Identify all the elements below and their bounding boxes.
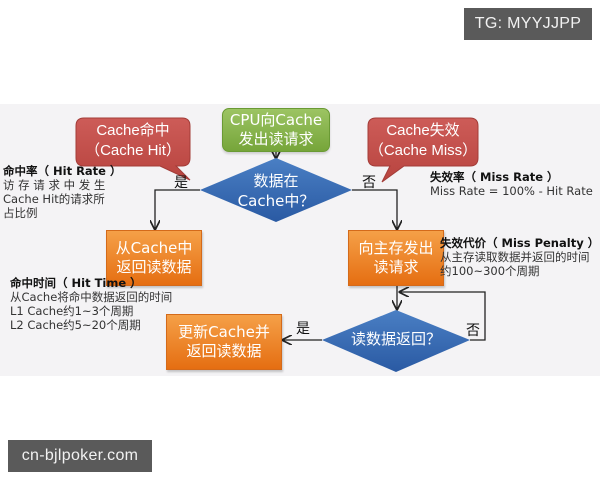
hit-time-line: 从Cache将命中数据返回的时间 [10, 290, 173, 304]
note-hit-rate: 命中率（ Hit Rate ） 访 存 请 求 中 发 生 Cache Hit的… [3, 164, 122, 220]
callout-cache-miss [367, 117, 479, 183]
miss-penalty-line: 从主存读取数据并返回的时间 [440, 250, 590, 264]
process-update-cache: 更新Cache并 返回读数据 [166, 314, 282, 370]
callout-cache-hit [75, 117, 191, 181]
decision1-line1: 数据在 [253, 172, 299, 190]
hit-rate-line: Cache Hit的请求所 [3, 192, 105, 206]
callout-miss-line1: Cache失效 [386, 122, 460, 139]
note-miss-rate: 失效率（ Miss Rate ） Miss Rate = 100% - Hit … [430, 170, 593, 198]
request-memory-line1: 向主存发出 [358, 239, 434, 258]
hit-time-line: L2 Cache约5~20个周期 [10, 318, 141, 332]
callout-miss-line2: （Cache Miss） [368, 141, 478, 159]
decision1-line2: Cache中？ [237, 191, 315, 210]
decision-in-cache-text: 数据在 Cache中？ [216, 172, 336, 211]
no-label-miss: 否 [362, 175, 376, 191]
watermark-badge-bottom: cn-bjlpoker.com [8, 440, 152, 472]
request-memory-line2: 读请求 [373, 258, 419, 276]
callout-hit-line1: Cache命中 [96, 122, 170, 139]
start-line2: 发出读请求 [238, 130, 314, 148]
watermark-badge-top: TG: MYYJJPP [464, 8, 592, 40]
miss-penalty-line: 约100~300个周期 [440, 264, 540, 278]
miss-penalty-title: 失效代价（ Miss Penalty ） [440, 236, 600, 250]
note-miss-penalty: 失效代价（ Miss Penalty ） 从主存读取数据并返回的时间 约100~… [440, 236, 599, 278]
miss-rate-title: 失效率（ Miss Rate ） [430, 170, 559, 184]
decision-data-returned-text: 读数据返回？ [336, 330, 456, 350]
flowchart-connectors [75, 117, 486, 372]
decision2-line1: 读数据返回？ [350, 330, 441, 348]
miss-rate-line: Miss Rate = 100% - Hit Rate [430, 184, 593, 198]
process-request-main-memory: 向主存发出 读请求 [348, 230, 444, 286]
update-cache-line1: 更新Cache并 [178, 323, 270, 342]
return-cache-line2: 返回读数据 [116, 258, 192, 276]
callout-cache-miss-text: Cache失效 （Cache Miss） [368, 121, 478, 160]
hit-rate-title: 命中率（ Hit Rate ） [3, 164, 122, 178]
callout-hit-line2: （Cache Hit） [85, 141, 181, 159]
start-box-cpu-request: CPU向Cache 发出读请求 [222, 108, 330, 152]
yes-label-hit: 是 [174, 175, 188, 191]
hit-time-line: L1 Cache约1~3个周期 [10, 304, 134, 318]
hit-rate-line: 占比例 [3, 206, 38, 220]
decision-diamond-data-returned [322, 310, 470, 372]
return-cache-line1: 从Cache中 [115, 239, 193, 258]
hit-rate-line: 访 存 请 求 中 发 生 [3, 178, 106, 192]
no-label-not-returned: 否 [466, 323, 480, 339]
note-hit-time: 命中时间（ Hit Time ） 从Cache将命中数据返回的时间 L1 Cac… [10, 276, 172, 332]
hit-time-title: 命中时间（ Hit Time ） [10, 276, 142, 290]
yes-label-returned: 是 [296, 321, 310, 337]
process-return-from-cache: 从Cache中 返回读数据 [106, 230, 202, 286]
update-cache-line2: 返回读数据 [186, 342, 262, 360]
cache-read-flowchart: Cache命中 （Cache Hit） Cache失效 （Cache Miss）… [0, 104, 600, 376]
start-line1: CPU向Cache [229, 111, 323, 130]
callout-cache-hit-text: Cache命中 （Cache Hit） [76, 121, 190, 160]
decision-diamond-in-cache [200, 158, 352, 222]
